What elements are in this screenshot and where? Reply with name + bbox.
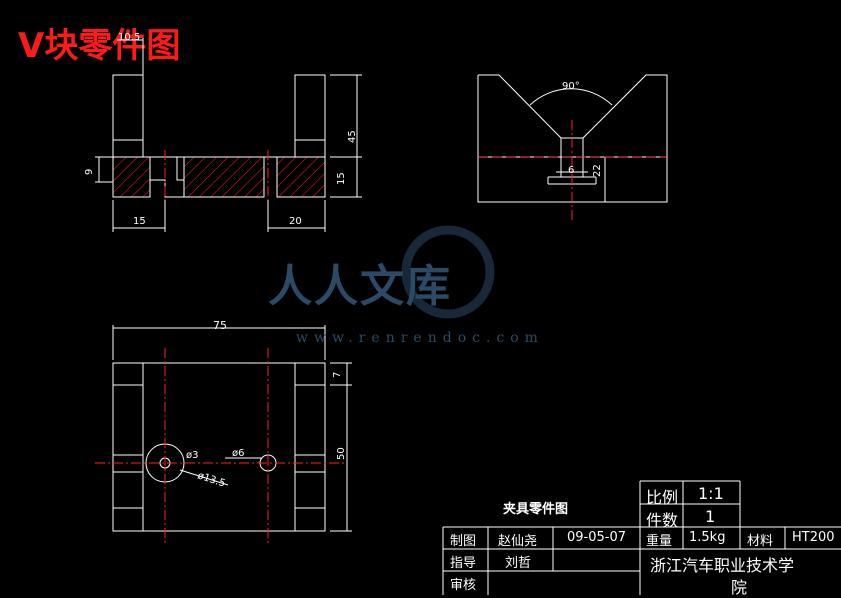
dim-10-5: 10.5	[118, 32, 140, 43]
dim-22: 22	[592, 164, 603, 177]
title-block-grid	[442, 480, 841, 595]
watermark-logo	[401, 225, 495, 319]
dim-20: 20	[289, 216, 302, 227]
drawn-label: 制图	[450, 534, 477, 549]
watermark-brand: 人人文库	[268, 261, 452, 312]
scale-value: 1:1	[698, 484, 724, 503]
dim-50: 50	[336, 447, 347, 460]
dim-15-bottom: 15	[133, 216, 146, 227]
material-value: HT200	[792, 530, 835, 545]
dim-6-slot: 6	[568, 165, 574, 176]
drawing-title: V块零件图	[18, 26, 181, 66]
dim-phi3: ø3	[186, 450, 198, 461]
guide-label: 指导	[450, 556, 477, 571]
material-label: 材料	[747, 534, 774, 549]
drawing-date: 09-05-07	[567, 530, 627, 545]
weight-label: 重量	[646, 534, 673, 549]
guide-by: 刘哲	[505, 556, 532, 571]
dim-phi13-5: ø13.5	[196, 470, 226, 489]
school-name-line2: 院	[731, 578, 748, 597]
qty-label: 件数	[646, 511, 679, 530]
watermark-url: www.renrendoc.com	[296, 330, 544, 346]
scale-label: 比例	[646, 488, 679, 507]
dim-90-deg: 90°	[562, 81, 580, 92]
dim-9: 9	[84, 169, 95, 175]
drawn-by: 赵仙尧	[498, 534, 538, 549]
part-name: 夹具零件图	[503, 502, 569, 517]
front-section-view	[95, 38, 362, 232]
dim-7: 7	[332, 372, 343, 378]
dim-75: 75	[213, 319, 227, 332]
top-view-centerlines	[95, 348, 345, 545]
check-label: 审核	[450, 578, 477, 593]
top-view	[112, 325, 352, 532]
weight-value: 1.5kg	[689, 530, 726, 545]
dim-15-right: 15	[336, 172, 347, 185]
qty-value: 1	[705, 507, 716, 526]
dim-phi6: ø6	[232, 448, 244, 459]
dim-45: 45	[347, 130, 358, 143]
school-name-line1: 浙江汽车职业技术学	[650, 556, 795, 575]
